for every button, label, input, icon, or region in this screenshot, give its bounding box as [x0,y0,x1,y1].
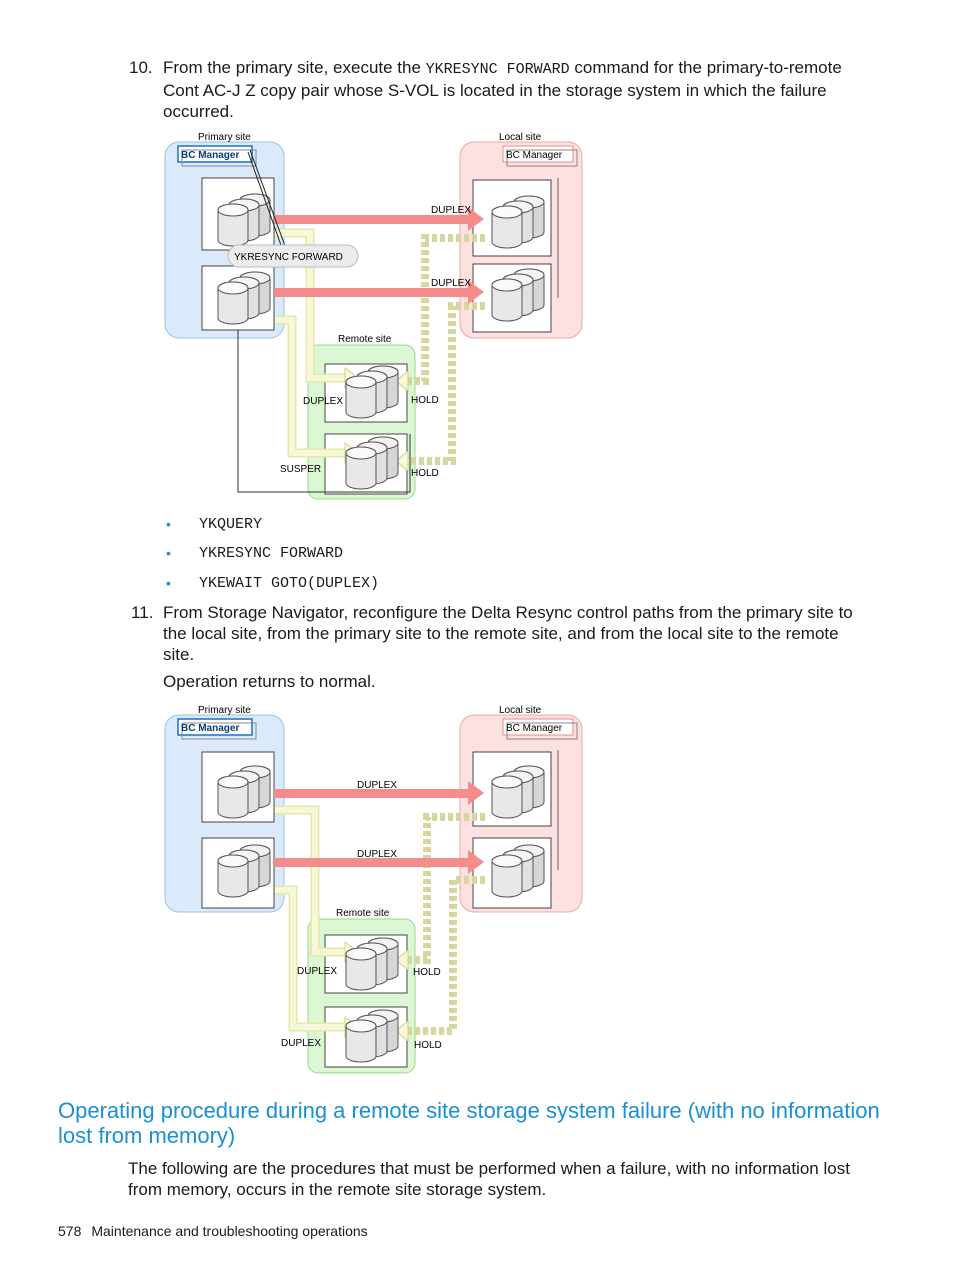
bullet-item-2: YKRESYNC FORWARD [199,545,344,562]
bc-manager-local-2: BC Manager [506,723,563,734]
footer-title: Maintenance and troubleshooting operatio… [91,1223,368,1239]
primary-site-label-2: Primary site [198,705,251,716]
bc-manager-primary: BC Manager [181,150,239,161]
step-11-text: From Storage Navigator, reconfigure the … [163,603,853,664]
bullet-item-3: YKEWAIT GOTO(DUPLEX) [199,575,380,592]
bullet-marker-2: • [166,545,171,561]
step-10-text-before: From the primary site, execute the [163,58,426,77]
status-duplex-mid: DUPLEX [431,278,471,289]
status-remote-1: DUPLEX [303,396,343,407]
status-hold-1: HOLD [411,395,439,406]
section-heading: Operating procedure during a remote site… [58,1098,880,1148]
step-10-number: 10. [129,58,153,77]
callout-command: YKRESYNC FORWARD [234,252,343,263]
step-10-text-after: command for the primary-to-remote Cont A… [163,58,842,121]
status-remote-2: SUSPER [280,464,321,475]
status-duplex-top-2: DUPLEX [357,780,397,791]
figure-2-diagram: Primary site Local site Remote site BC M… [164,705,583,1074]
step-11-note: Operation returns to normal. [163,672,376,691]
status-hold-2: HOLD [411,468,439,479]
status-hold-1-2: HOLD [413,967,441,978]
figure-1-diagram: Primary site Local site Remote site BC M… [164,132,583,500]
primary-site-label: Primary site [198,132,251,143]
bc-manager-primary-2: BC Manager [181,723,239,734]
bullet-marker-1: • [166,516,171,532]
bullet-marker-3: • [166,575,171,591]
remote-site-label: Remote site [338,334,392,345]
status-duplex-mid-2: DUPLEX [357,849,397,860]
step-11-number: 11. [131,603,154,622]
bullet-item-1: YKQUERY [199,516,263,533]
local-site-label: Local site [499,132,542,143]
status-remote-1-2: DUPLEX [297,966,337,977]
remote-site-label-2: Remote site [336,908,390,919]
status-hold-2-2: HOLD [414,1040,442,1051]
status-remote-2-2: DUPLEX [281,1038,321,1049]
status-duplex-top: DUPLEX [431,205,471,216]
page-footer: 578 Maintenance and troubleshooting opera… [58,1223,378,1239]
step-10-text: From the primary site, execute the YKRES… [163,57,873,122]
section-intro: The following are the procedures that mu… [128,1159,850,1199]
bc-manager-local: BC Manager [506,150,563,161]
local-site-label-2: Local site [499,705,542,716]
step-10-command: YKRESYNC FORWARD [425,61,570,78]
page-number: 578 [58,1223,82,1239]
